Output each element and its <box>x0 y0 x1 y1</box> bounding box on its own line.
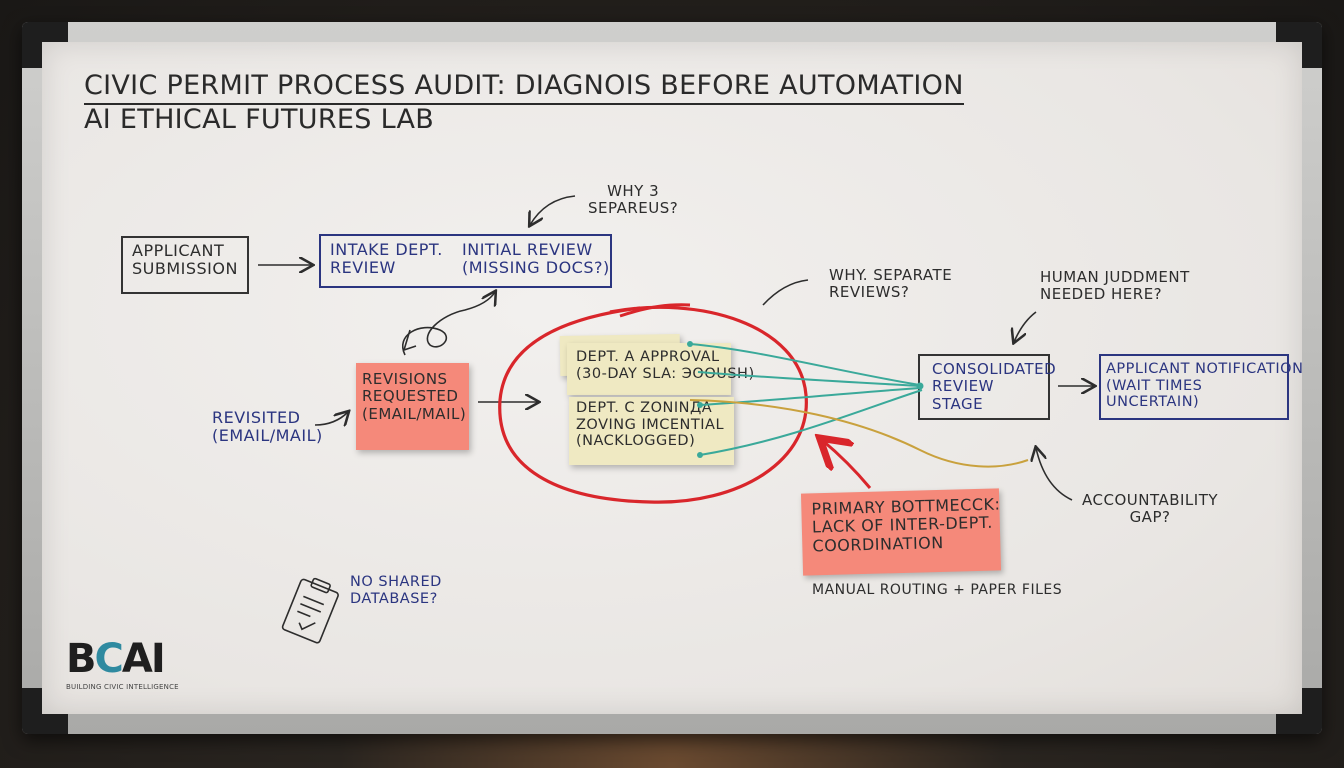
human-judgment-note: HUMAN JUDDMENT NEEDED HERE? <box>1040 268 1190 304</box>
applicant-submission-box <box>121 236 249 294</box>
why-3-separeus-note: WHY 3 SEPAREUS? <box>588 182 679 218</box>
no-shared-database-note: NO SHARED DATABASE? <box>350 574 442 607</box>
intake-review-box <box>319 234 612 288</box>
applicant-notification-label: APPLICANT NOTIFICATION (WAIT TIMES UNCER… <box>1106 361 1304 411</box>
manual-routing-note: MANUAL ROUTING + PAPER FILES <box>812 582 1063 598</box>
why-separate-reviews-note: WHY. SEPARATE REVIEWS? <box>829 266 953 302</box>
applicant-notification-box <box>1099 354 1289 420</box>
page-subtitle: AI ETHICAL FUTURES LAB <box>84 104 435 135</box>
bcai-logo: BCAI <box>66 636 166 682</box>
intake-dept-review-label: INTAKE DEPT. REVIEW <box>330 240 443 278</box>
page-title: CIVIC PERMIT PROCESS AUDIT: DIAGNOIS BEF… <box>84 70 964 106</box>
revisited-note: REVISITED (EMAIL/MAIL) <box>212 408 323 446</box>
dept-c-zoning-label: DEPT. C ZONINДA ZOVING IMCENTIAL (NACKLO… <box>576 400 725 450</box>
logo-tagline: BUILDING CIVIC INTELLIGENCE <box>66 683 179 691</box>
accountability-gap-note: ACCOUNTABILITY GAP? <box>1082 491 1219 527</box>
initial-review-label: INITIAL REVIEW (MISSING DOCS?) <box>462 240 610 278</box>
consolidated-review-label: CONSOLIDATED REVIEW STAGE <box>932 360 1057 413</box>
primary-bottleneck-label: PRIMARY BOTTMECCK: LACK OF INTER-DEPT. C… <box>811 494 1001 556</box>
revisions-requested-label: REVISIONS REQUESTED (EMAIL/MAIL) <box>362 370 467 423</box>
revisions-requested-sticky <box>356 363 469 450</box>
applicant-submission-label: APPLICANT SUBMISSION <box>132 241 238 279</box>
dept-a-approval-label: DEPT. A APPROVAL (30-DAY SLA: ЭООUSH) <box>576 349 755 382</box>
